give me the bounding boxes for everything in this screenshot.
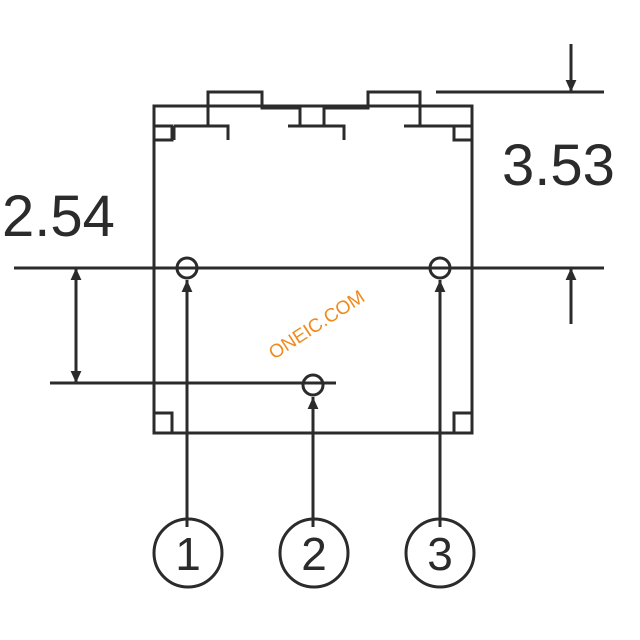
dimension-height-label: 3.53 [502, 133, 615, 198]
pin3-label: 3 [427, 528, 453, 580]
pin3-hole [428, 256, 452, 280]
pin1-label-circle [152, 517, 224, 589]
watermark-text: ONEIC.COM [265, 287, 369, 364]
pin1-label: 1 [175, 528, 201, 580]
pin2-label: 2 [301, 528, 327, 580]
corner-notch-bottom-right [452, 411, 472, 433]
corner-notch-top-left [154, 124, 174, 142]
top-terminal-profile [172, 90, 456, 140]
pin3-label-circle [404, 517, 476, 589]
pin2-hole [301, 373, 325, 397]
pin2-label-circle [278, 517, 350, 589]
corner-notch-bottom-left [154, 411, 174, 433]
dimension-pin-spacing-label: 2.54 [2, 184, 115, 249]
corner-notch-top-right [452, 124, 472, 142]
pin1-hole [175, 256, 199, 280]
